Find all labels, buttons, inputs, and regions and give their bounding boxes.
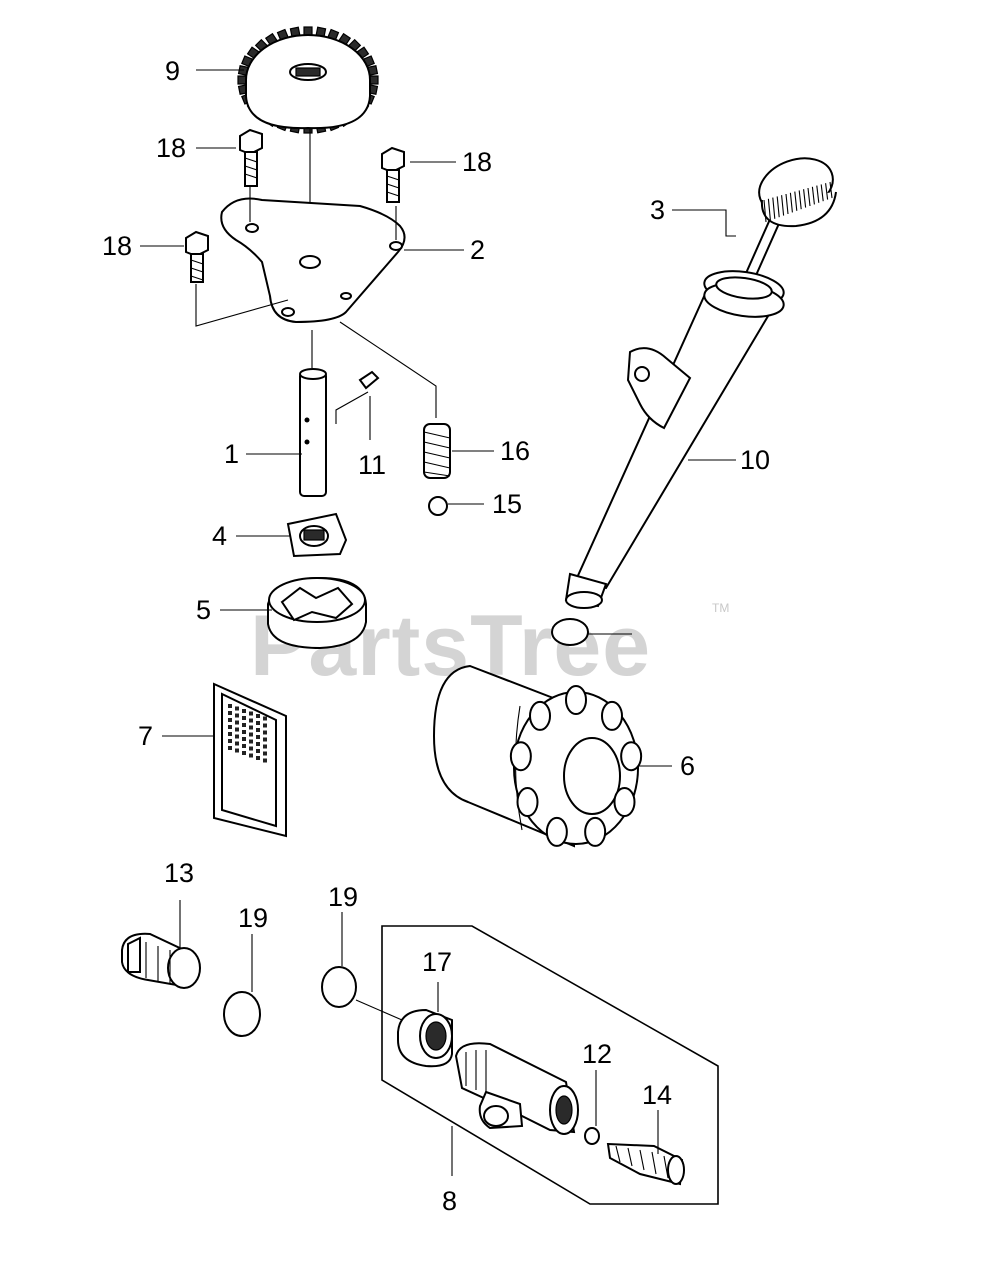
callout-17: 17: [422, 947, 452, 977]
part-11-pin[interactable]: [358, 370, 380, 390]
callout-8: 8: [442, 1186, 457, 1216]
part-3-dipstick[interactable]: [738, 149, 841, 296]
part-10-dipstick-tube[interactable]: [564, 267, 786, 609]
leader-3: [672, 209, 736, 237]
leader-16-plate: [339, 321, 437, 418]
part-14-relief-valve[interactable]: [606, 1142, 685, 1186]
part-2-pump-cover[interactable]: [220, 197, 406, 324]
part-1-shaft[interactable]: [299, 368, 327, 497]
callout-19-b: 19: [328, 882, 358, 912]
callout-19-a: 19: [238, 903, 268, 933]
part-4-inner-rotor[interactable]: [286, 512, 348, 558]
part-12-small-o-ring[interactable]: [584, 1127, 600, 1145]
part-13-drain-plug[interactable]: [121, 932, 201, 989]
assembly-8-frame: [381, 925, 719, 1205]
callout-11: 11: [358, 450, 386, 480]
part-18-bolt-a[interactable]: [239, 128, 263, 187]
part-18-bolt-b[interactable]: [381, 146, 405, 203]
leader-19b-nut: [355, 999, 403, 1021]
callout-5: 5: [196, 595, 211, 625]
leader-18c-hole: [195, 284, 289, 327]
callout-12: 12: [582, 1039, 612, 1069]
callout-10: 10: [740, 445, 770, 475]
part-18-bolt-c[interactable]: [185, 230, 209, 283]
part-6-oil-filter[interactable]: [432, 664, 643, 848]
callout-14: 14: [642, 1080, 672, 1110]
part-17-nut[interactable]: [397, 1008, 453, 1068]
callout-18-b: 18: [462, 147, 492, 177]
callout-15: 15: [492, 489, 522, 519]
callout-6: 6: [680, 751, 695, 781]
callout-18-c: 18: [102, 231, 132, 261]
callout-2: 2: [470, 235, 485, 265]
callout-13: 13: [164, 858, 194, 888]
callout-3: 3: [650, 195, 665, 225]
callout-9: 9: [165, 56, 180, 86]
part-19-o-ring-a[interactable]: [223, 991, 261, 1037]
leader-11-pin: [335, 391, 369, 424]
watermark-trademark: TM: [712, 601, 729, 615]
callout-7: 7: [138, 721, 153, 751]
part-16-spring[interactable]: [423, 423, 451, 479]
part-o-ring-tube[interactable]: [551, 618, 589, 646]
part-5-outer-rotor[interactable]: [267, 576, 367, 650]
part-7-screen[interactable]: [213, 682, 287, 838]
callout-4: 4: [212, 521, 227, 551]
part-8-fitting[interactable]: [454, 1042, 579, 1135]
callout-1: 1: [224, 439, 239, 469]
part-9-gear[interactable]: [237, 26, 379, 134]
callout-18-a: 18: [156, 133, 186, 163]
callout-16: 16: [500, 436, 530, 466]
part-15-ball[interactable]: [428, 496, 448, 516]
part-19-o-ring-b[interactable]: [321, 966, 357, 1008]
